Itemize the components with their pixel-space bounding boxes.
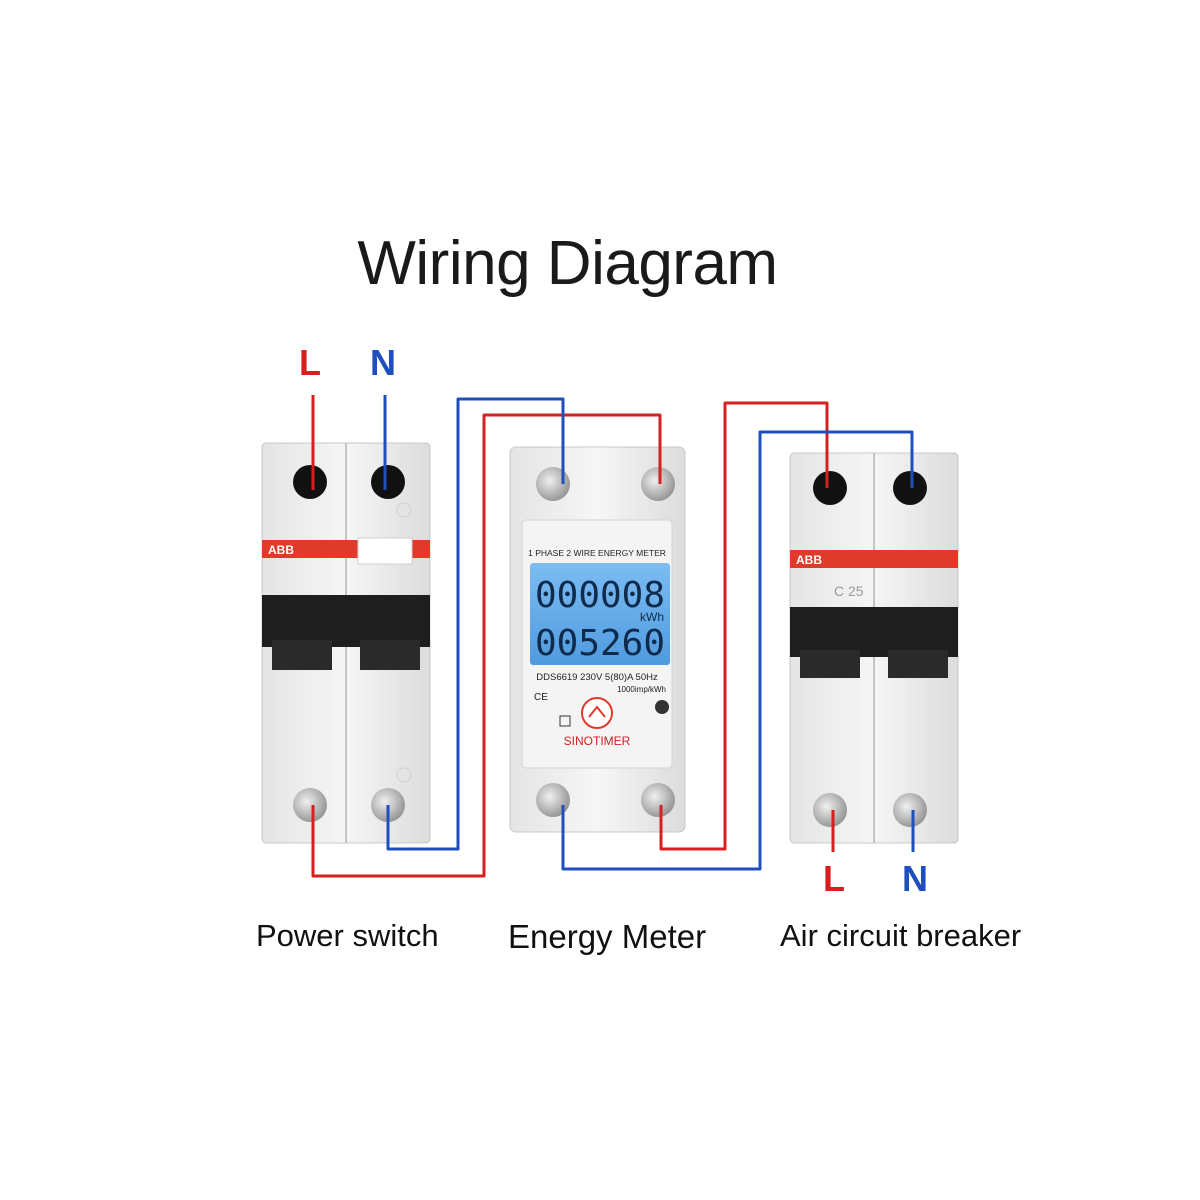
air-circuit-breaker: ABB C 25	[789, 452, 959, 844]
meter-lcd	[530, 563, 670, 665]
meter-spec-line: DDS6619 230V 5(80)A 50Hz	[536, 672, 658, 683]
meter-imp-line: 1000imp/kWh	[617, 685, 666, 694]
meter-reading-top: 000008	[535, 575, 665, 616]
air-breaker-caption: Air circuit breaker	[780, 918, 1022, 953]
meter-terminal-bottom-right	[641, 783, 675, 817]
power-switch-caption: Power switch	[256, 918, 439, 953]
breaker-terminal-L-out	[813, 793, 847, 827]
meter-reading-bottom: 005260	[535, 623, 665, 664]
breaker-terminal-N-out	[893, 793, 927, 827]
wires	[311, 395, 915, 878]
meter-terminal-bottom-left	[536, 783, 570, 817]
supply-neutral-label: N	[370, 342, 396, 383]
wire-switch-live-to-meter	[311, 413, 662, 878]
power-switch-terminal-N-in	[371, 465, 405, 499]
breaker-terminal-L-in	[813, 471, 847, 505]
meter-terminal-top-right	[641, 467, 675, 501]
breaker-brand: ABB	[796, 553, 822, 567]
meter-brand: SINOTIMER	[564, 734, 631, 748]
breaker-rating: C 25	[834, 583, 864, 599]
svg-text:CE: CE	[534, 692, 548, 703]
power-switch-terminal-L-out	[293, 788, 327, 822]
power-switch-terminal-L-in	[293, 465, 327, 499]
diagram-title: Wiring Diagram	[357, 229, 778, 298]
wire-switch-neutral-to-meter	[386, 397, 565, 851]
energy-meter-caption: Energy Meter	[508, 918, 707, 955]
load-neutral-label: N	[902, 858, 928, 899]
wire-meter-neutral-to-breaker	[561, 430, 914, 871]
load-live-label: L	[823, 858, 845, 899]
supply-live-label: L	[299, 342, 321, 383]
breaker-terminal-N-in	[893, 471, 927, 505]
meter-header: 1 PHASE 2 WIRE ENERGY METER	[528, 548, 666, 558]
power-switch-brand: ABB	[268, 543, 294, 557]
wire-meter-live-to-breaker	[659, 401, 829, 851]
power-switch: ABB	[261, 442, 431, 844]
meter-terminal-top-left	[536, 467, 570, 501]
meter-pulse-led	[655, 700, 669, 714]
meter-indicator-button	[581, 697, 613, 729]
meter-unit: kWh	[640, 610, 664, 624]
energy-meter: 1 PHASE 2 WIRE ENERGY METER 000008 kWh 0…	[509, 446, 686, 833]
